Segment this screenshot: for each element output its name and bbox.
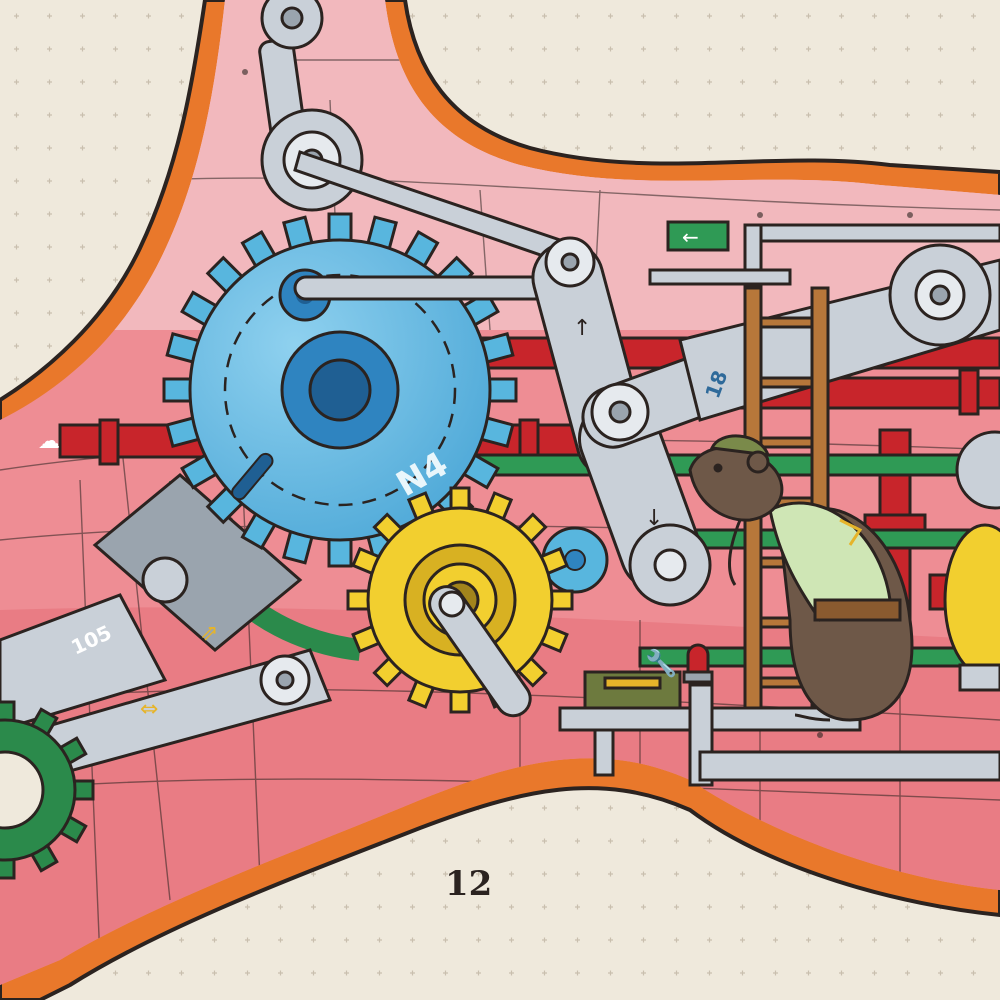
svg-text:←: ← xyxy=(682,225,699,249)
arrow-down-icon: ↓ xyxy=(645,506,663,531)
right-machinery xyxy=(943,430,1000,692)
alarm-light-icon xyxy=(682,643,714,684)
double-arrow-icon: ⇗ xyxy=(200,621,218,646)
small-blue-gear xyxy=(541,526,609,594)
overhead-rail xyxy=(648,223,1000,287)
cloud-icon: ☁ xyxy=(38,429,60,454)
double-arrow-icon: ⇔ xyxy=(140,697,158,722)
floor-scaffold xyxy=(558,683,1000,787)
arrow-up-icon: ↑ xyxy=(573,316,591,341)
toolbox-icon xyxy=(583,670,682,710)
lever-arm xyxy=(428,585,532,718)
green-gear xyxy=(0,700,95,880)
wrench-icon: 🔧 xyxy=(645,647,677,679)
top-linkage xyxy=(258,0,577,301)
exit-sign-icon: ← xyxy=(666,220,730,252)
page-number: 12 xyxy=(445,864,492,904)
rat-worker-icon xyxy=(688,434,914,722)
